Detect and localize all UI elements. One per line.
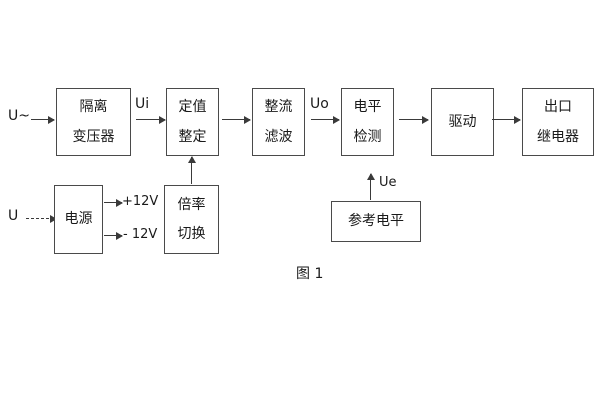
block-level-detect-line2: 检测: [353, 128, 382, 145]
block-reference-level-line1: 参考电平: [348, 213, 404, 230]
arrow-input-dc-to-power-supply: [26, 218, 54, 219]
block-setpoint-adjust: 定值 整定: [166, 88, 219, 156]
arrow-rail-positive: [104, 202, 122, 204]
rail-negative-label: - 12V: [123, 227, 158, 242]
block-rectify-filter-line2: 滤波: [264, 128, 293, 145]
block-isolation-transformer-line1: 隔离: [79, 99, 108, 116]
figure-caption: 图 1: [296, 266, 324, 282]
arrow-multiplier-switch-to-setpoint-adjust: [191, 157, 193, 184]
arrow-reference-level-to-level-detect: [370, 174, 372, 200]
block-drive-line1: 驱动: [448, 113, 477, 130]
input-dc-label: U: [8, 208, 19, 224]
block-level-detect: 电平 检测: [341, 88, 394, 156]
block-isolation-transformer: 隔离 变压器: [56, 88, 131, 156]
arrow-drive-to-output-relay: [492, 119, 520, 121]
block-level-detect-line1: 电平: [353, 99, 382, 116]
input-ac-label: U~: [8, 108, 30, 124]
block-power-supply: 电源: [54, 185, 103, 254]
signal-ui-label: Ui: [135, 96, 150, 112]
block-multiplier-switch-line2: 切换: [177, 226, 206, 242]
block-drive: 驱动: [431, 88, 494, 156]
arrow-input-ac-to-isolation-transformer: [31, 119, 54, 121]
block-multiplier-switch-line1: 倍率: [177, 196, 206, 213]
block-output-relay-line1: 出口: [544, 99, 572, 116]
block-setpoint-adjust-line2: 整定: [178, 128, 207, 145]
arrow-rectify-filter-to-level-detect: [311, 119, 339, 121]
block-output-relay-line2: 继电器: [537, 128, 579, 145]
arrow-isolation-transformer-to-setpoint-adjust: [136, 119, 165, 121]
block-power-supply-line1: 电源: [64, 211, 93, 228]
block-rectify-filter: 整流 滤波: [252, 88, 305, 156]
signal-ue-label: Ue: [379, 175, 397, 190]
block-multiplier-switch: 倍率 切换: [164, 185, 219, 254]
block-isolation-transformer-line2: 变压器: [72, 128, 115, 145]
signal-uo-label: Uo: [310, 96, 329, 112]
block-output-relay: 出口 继电器: [522, 88, 594, 156]
arrow-setpoint-adjust-to-rectify-filter: [222, 119, 250, 121]
arrow-level-detect-to-drive: [399, 119, 428, 121]
block-reference-level: 参考电平: [331, 201, 421, 242]
rail-positive-label: +12V: [122, 194, 159, 209]
arrow-rail-negative: [104, 235, 122, 237]
block-setpoint-adjust-line1: 定值: [178, 99, 207, 116]
block-rectify-filter-line1: 整流: [264, 99, 293, 116]
